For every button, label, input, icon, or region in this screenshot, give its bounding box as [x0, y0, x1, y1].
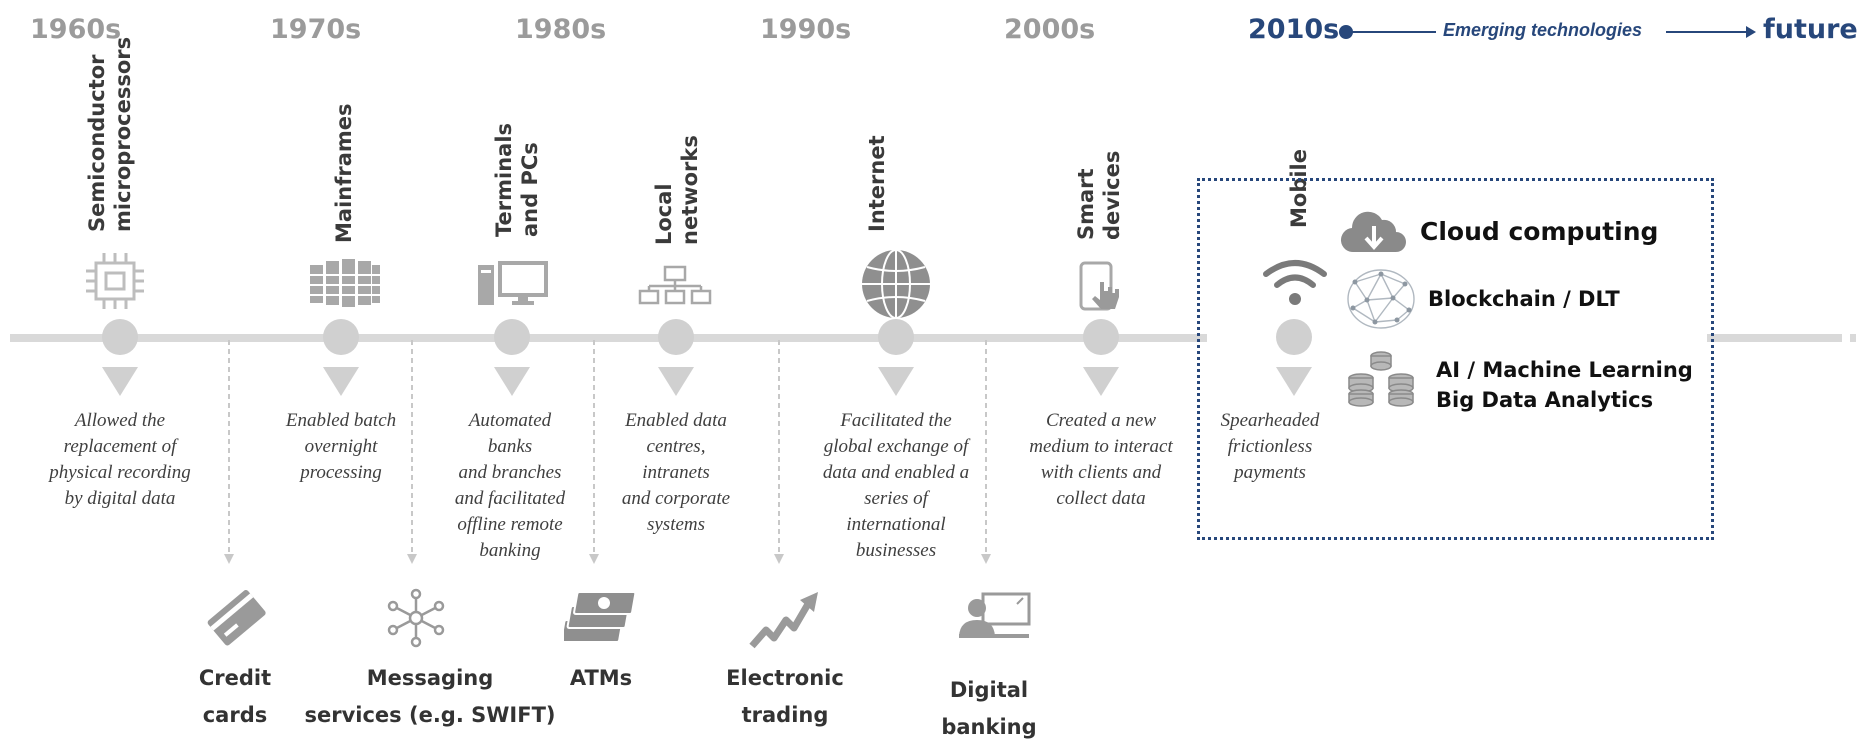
person-screen-icon: [959, 592, 1031, 638]
timeline-nodes: [102, 319, 1312, 396]
era-2000s: 2000s: [1004, 14, 1096, 45]
era-2010s: 2010s: [1248, 14, 1340, 45]
timeline-node: [658, 319, 694, 355]
timeline-node: [323, 319, 359, 355]
timeline-arrow: [494, 367, 530, 396]
emerging-technologies-box: [1197, 178, 1714, 540]
network-icon: [638, 265, 712, 305]
era-1990s: 1990s: [760, 14, 852, 45]
globe-icon: [862, 249, 930, 319]
mesh-globe-icon: [1347, 269, 1415, 329]
data-stack-icon: [1348, 351, 1414, 407]
timeline-arrow: [323, 367, 359, 396]
timeline-arrow: [1276, 367, 1312, 396]
timeline-bar: [10, 334, 1856, 342]
cloud-download-icon: [1340, 211, 1406, 253]
tech-label-internet: Internet: [865, 135, 889, 232]
timeline-node: [1276, 319, 1312, 355]
timeline-node: [1083, 319, 1119, 355]
tech-label-mainframes: Mainframes: [332, 103, 356, 243]
timeline-node: [878, 319, 914, 355]
timeline-arrow: [1083, 367, 1119, 396]
emerging-arrow: [1339, 25, 1756, 39]
hub-icon: [387, 588, 445, 648]
cash-icon: [564, 591, 637, 643]
future-label: future: [1763, 14, 1858, 45]
emerging-blockchain: Blockchain / DLT: [1428, 287, 1620, 311]
chart-up-icon: [749, 592, 818, 649]
tablet-touch-icon: [1079, 261, 1119, 311]
era-1980s: 1980s: [515, 14, 607, 45]
era-1970s: 1970s: [270, 14, 362, 45]
timeline-arrow: [102, 367, 138, 396]
product-atms: ATMs: [569, 666, 633, 690]
timeline-arrow: [878, 367, 914, 396]
emerging-cloud-computing: Cloud computing: [1420, 217, 1659, 246]
era-1960s: 1960s: [30, 14, 122, 45]
timeline-node: [102, 319, 138, 355]
wifi-icon: [1263, 260, 1327, 305]
credit-card-icon: [207, 590, 266, 646]
chip-icon: [86, 253, 144, 309]
emerging-technologies-label: Emerging technologies: [1443, 20, 1643, 40]
computer-icon: [478, 261, 548, 305]
timeline-arrow: [658, 367, 694, 396]
server-icon: [310, 259, 380, 307]
product-connectors: [224, 340, 991, 564]
timeline-node: [494, 319, 530, 355]
